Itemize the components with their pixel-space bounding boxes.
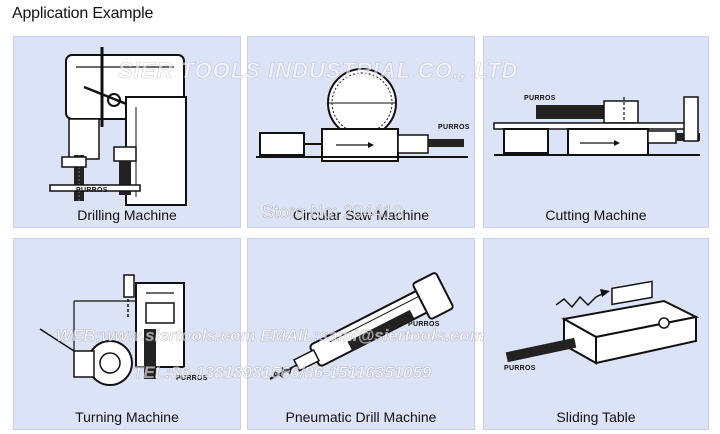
page-title: Application Example <box>12 5 154 22</box>
purros-label: PURROS <box>76 187 108 194</box>
sliding-table-illustration <box>505 280 700 365</box>
panel-sliding-table: PURROS Sliding Table <box>483 238 709 430</box>
panel-cutting-machine: PURROS Cutting Machine <box>483 36 709 228</box>
circular-saw-illustration <box>256 68 468 162</box>
drilling-machine-illustration <box>49 47 187 206</box>
panel-circular-saw-machine: PURROS Circular Saw Machine <box>247 36 475 228</box>
panel-caption: Sliding Table <box>556 409 636 425</box>
cutting-machine-illustration <box>493 96 700 156</box>
pneumatic-drill-illustration <box>269 272 454 380</box>
turning-machine-illustration <box>39 274 185 386</box>
panel-caption: Circular Saw Machine <box>292 207 430 223</box>
panel-drilling-machine: PURROS Drilling Machine <box>13 36 241 228</box>
purros-label: PURROS <box>504 365 536 372</box>
panel-pneumatic-drill-machine: PURROS Pneumatic Drill Machine <box>247 238 475 430</box>
panel-caption: Turning Machine <box>75 409 179 425</box>
purros-label: PURROS <box>438 124 470 131</box>
purros-label: PURROS <box>408 321 440 328</box>
purros-label: PURROS <box>176 375 208 382</box>
panel-turning-machine: PURROS Turning Machine <box>13 238 241 430</box>
panel-caption: Pneumatic Drill Machine <box>285 409 437 425</box>
panel-caption: Drilling Machine <box>77 207 177 223</box>
purros-label: PURROS <box>524 95 556 102</box>
panel-caption: Cutting Machine <box>545 207 647 223</box>
